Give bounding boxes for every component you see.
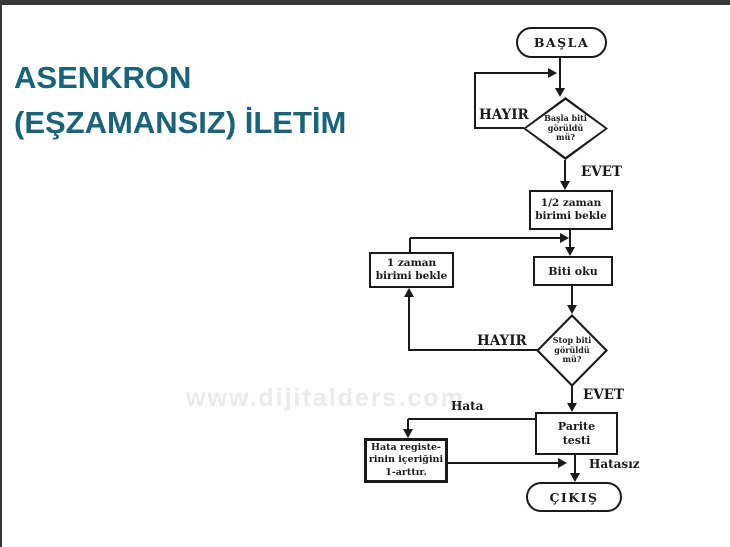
arrowhead-hayir-top-merge xyxy=(548,68,557,78)
connector-hata-h xyxy=(408,418,535,420)
label-evet-top: EVET xyxy=(581,164,623,180)
connector-decision1-hayir-return xyxy=(474,72,548,74)
label-hayir-bottom: HAYIR xyxy=(477,333,527,349)
process-half-time-line2: birimi bekle xyxy=(535,210,607,222)
arrowhead-into-half-time xyxy=(560,181,570,190)
exit-terminal: ÇIKIŞ xyxy=(526,482,622,512)
connector-start-to-decision1 xyxy=(559,56,561,88)
arrowhead-into-parity xyxy=(567,403,577,412)
decision-stop-bit-line3: mü? xyxy=(562,354,582,365)
top-border-bar xyxy=(0,0,730,5)
label-evet-bottom: EVET xyxy=(583,387,625,403)
start-terminal: BAŞLA xyxy=(516,27,607,58)
decision-start-bit-line1: Başla biti xyxy=(544,113,587,124)
connector-error-register-return xyxy=(448,462,558,464)
exit-label: ÇIKIŞ xyxy=(549,489,599,505)
connector-decision2-hayir-v xyxy=(408,297,410,351)
connector-one-time-return-h xyxy=(410,237,560,239)
process-one-time-line2: birimi bekle xyxy=(375,270,448,282)
connector-read-to-decision2 xyxy=(571,286,573,306)
connector-decision1-hayir-v xyxy=(474,72,476,129)
label-hata: Hata xyxy=(451,399,484,413)
process-read-bit: Biti oku xyxy=(533,256,613,286)
slide-title-line1: ASENKRON xyxy=(14,60,192,95)
label-hatasiz: Hatasız xyxy=(589,457,640,471)
process-error-register-line3: 1-arttır. xyxy=(385,466,427,478)
connector-half-time-to-read xyxy=(569,230,571,248)
arrowhead-into-error-register xyxy=(403,429,413,438)
connector-decision1-evet xyxy=(564,160,566,182)
process-one-time-line1: 1 zaman xyxy=(386,257,437,269)
arrowhead-into-exit xyxy=(570,473,580,482)
left-border-bar xyxy=(0,0,2,547)
decision-start-bit-line3: mü? xyxy=(556,132,575,143)
decision-start-bit-line2: görüldü xyxy=(547,122,584,133)
process-half-time-wait: 1/2 zaman birimi bekle xyxy=(529,190,613,230)
process-error-register-line1: Hata registe- xyxy=(370,441,441,453)
slide-title-line2: (EŞZAMANSIZ) İLETİM xyxy=(14,105,347,140)
slide-title: ASENKRON (EŞZAMANSIZ) İLETİM xyxy=(14,55,434,145)
watermark-text: www.dijitalders.com xyxy=(186,384,465,412)
process-error-register-line2: rinin içeriğini xyxy=(368,454,444,466)
connector-decision2-evet xyxy=(571,386,573,404)
process-read-bit-label: Biti oku xyxy=(548,264,598,278)
connector-decision2-hayir-h xyxy=(409,349,537,351)
connector-parity-to-exit xyxy=(574,455,576,474)
process-parity-line1: Parite xyxy=(557,419,596,433)
connector-decision1-hayir-h xyxy=(475,127,524,129)
connector-hata-v xyxy=(407,419,409,430)
arrowhead-into-decision2 xyxy=(567,305,577,314)
decision-start-bit: Başla biti görüldü mü? xyxy=(523,97,608,160)
arrowhead-into-decision1 xyxy=(555,88,565,97)
process-parity-test: Parite testi xyxy=(535,412,618,455)
process-error-register: Hata registe- rinin içeriğini 1-arttır. xyxy=(364,438,448,483)
connector-one-time-return-v xyxy=(409,238,411,253)
label-hayir-top: HAYIR xyxy=(479,107,529,123)
process-parity-line2: testi xyxy=(562,433,591,447)
arrowhead-into-read-bit xyxy=(565,247,575,256)
arrowhead-into-one-time xyxy=(404,288,414,297)
start-label: BAŞLA xyxy=(533,35,590,50)
decision-stop-bit: Stop biti görüldü mü? xyxy=(536,314,608,387)
arrowhead-one-time-merge xyxy=(560,233,569,243)
process-one-time-wait: 1 zaman birimi bekle xyxy=(369,252,454,288)
decision-stop-bit-line2: görüldü xyxy=(554,344,590,355)
process-half-time-line1: 1/2 zaman xyxy=(540,197,602,209)
arrowhead-error-merge xyxy=(558,458,567,468)
decision-stop-bit-line1: Stop biti xyxy=(552,335,592,346)
